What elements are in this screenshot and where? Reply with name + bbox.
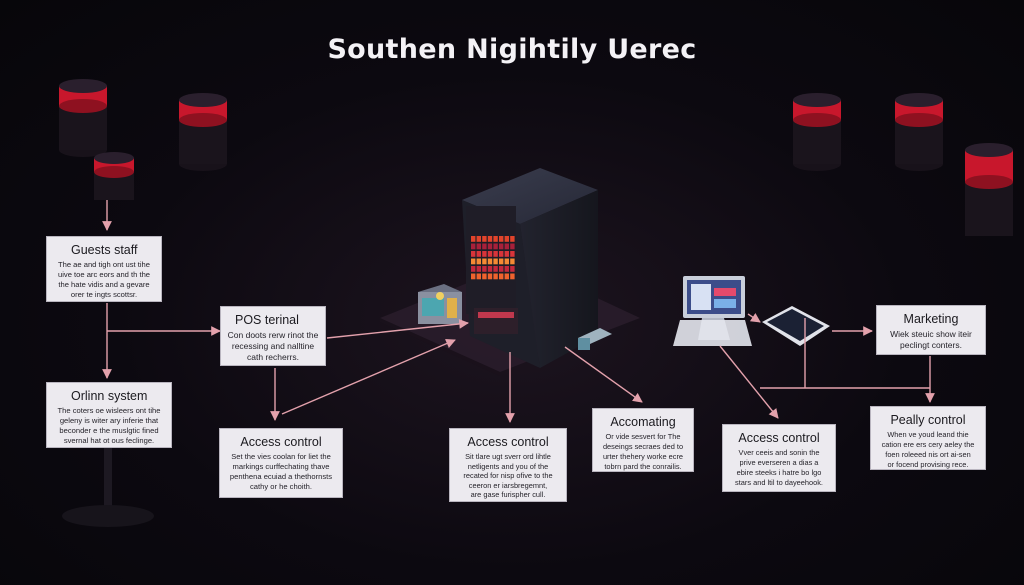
led-cell bbox=[504, 266, 509, 272]
led-cell bbox=[499, 273, 504, 280]
led-cell bbox=[487, 236, 493, 242]
led-cell bbox=[471, 266, 476, 272]
led-cell bbox=[499, 258, 504, 265]
node-body: Sit tlare ugt sverr ord lihtle netligent… bbox=[463, 452, 553, 500]
led-cell bbox=[471, 258, 476, 265]
led-cell bbox=[471, 251, 476, 257]
led-cell bbox=[510, 251, 515, 257]
node-guests-staff: Guests staff The ae and tigh ont ust tih… bbox=[46, 236, 162, 302]
node-orlinn-system: Orlinn system The coters oe wisleers ont… bbox=[46, 382, 172, 448]
led-cell bbox=[487, 251, 493, 257]
node-title: Accomating bbox=[610, 415, 676, 429]
node-title: Marketing bbox=[903, 312, 959, 326]
node-peally-control: Peally control When ve youd leand thie c… bbox=[870, 406, 986, 470]
led-cell bbox=[510, 243, 515, 250]
led-cell bbox=[487, 266, 493, 272]
cylinder-icon bbox=[895, 93, 943, 171]
node-title: Access control bbox=[240, 435, 322, 449]
led-cell bbox=[487, 243, 493, 250]
led-cell bbox=[476, 243, 481, 250]
led-cell bbox=[471, 243, 476, 250]
node-accomating: Accomating Or vide sesvert for The desei… bbox=[592, 408, 694, 472]
led-cell bbox=[493, 258, 498, 265]
led-cell bbox=[482, 236, 487, 242]
led-cell bbox=[493, 243, 498, 250]
node-body: Or vide sesvert for The deseings secraes… bbox=[602, 432, 684, 471]
led-cell bbox=[499, 243, 504, 250]
led-cell bbox=[504, 243, 509, 250]
server-led-grid bbox=[471, 236, 515, 280]
led-cell bbox=[499, 236, 504, 242]
node-access-control-3: Access control Vver ceeis and sonin the … bbox=[722, 424, 836, 492]
small-device-icon bbox=[578, 328, 612, 350]
cylinder-icon bbox=[179, 93, 227, 171]
led-cell bbox=[482, 258, 487, 265]
led-cell bbox=[504, 258, 509, 265]
led-cell bbox=[482, 243, 487, 250]
cylinder-icon bbox=[94, 152, 134, 200]
node-access-control-2: Access control Sit tlare ugt sverr ord l… bbox=[449, 428, 567, 502]
led-cell bbox=[493, 266, 498, 272]
led-cell bbox=[487, 258, 493, 265]
node-marketing: Marketing Wiek steuic show iteir pecling… bbox=[876, 305, 986, 355]
led-cell bbox=[499, 266, 504, 272]
led-cell bbox=[482, 251, 487, 257]
node-title: POS terinal bbox=[235, 313, 299, 327]
tablet-icon bbox=[762, 306, 830, 346]
monitor-icon bbox=[673, 276, 752, 346]
led-cell bbox=[476, 258, 481, 265]
led-cell bbox=[471, 236, 476, 242]
cylinder-icon bbox=[965, 143, 1013, 236]
led-cell bbox=[493, 273, 498, 280]
led-cell bbox=[504, 251, 509, 257]
led-cell bbox=[487, 273, 493, 280]
led-cell bbox=[504, 273, 509, 280]
led-cell bbox=[493, 236, 498, 242]
node-body: Wiek steuic show iteir peclingt conters. bbox=[890, 329, 972, 350]
server-tower-icon bbox=[462, 168, 598, 368]
cylinder-icon bbox=[59, 79, 107, 157]
pos-device-icon bbox=[418, 284, 462, 324]
led-cell bbox=[504, 236, 509, 242]
node-body: The coters oe wisleers ont tihe geleny i… bbox=[57, 406, 161, 445]
led-cell bbox=[510, 266, 515, 272]
led-cell bbox=[499, 251, 504, 257]
led-cell bbox=[510, 236, 515, 242]
node-title: Peally control bbox=[890, 413, 966, 427]
led-cell bbox=[493, 251, 498, 257]
led-cell bbox=[482, 266, 487, 272]
led-cell bbox=[476, 273, 481, 280]
led-cell bbox=[482, 273, 487, 280]
diagram-title: Southen Nigihtily Uerec bbox=[327, 34, 697, 65]
led-cell bbox=[476, 251, 481, 257]
led-cell bbox=[510, 258, 515, 265]
node-access-control-1: Access control Set the vies coolan for l… bbox=[219, 428, 343, 498]
node-title: Guests staff bbox=[71, 243, 138, 257]
node-body: The ae and tigh ont ust tihe uive toe ar… bbox=[57, 260, 151, 299]
led-cell bbox=[510, 273, 515, 280]
node-body: Set the vies coolan for liet the marking… bbox=[229, 452, 333, 491]
node-title: Access control bbox=[738, 431, 820, 445]
node-body: Vver ceeis and sonin the prive everseren… bbox=[735, 448, 823, 487]
node-body: When ve youd leand thie cation ere ers c… bbox=[881, 430, 975, 469]
led-cell bbox=[471, 273, 476, 280]
node-title: Orlinn system bbox=[71, 389, 148, 403]
led-cell bbox=[476, 236, 481, 242]
node-title: Access control bbox=[467, 435, 549, 449]
kiosk-stand-icon bbox=[62, 448, 154, 527]
node-pos-terminal: POS terinal Con doots rerw rinot the rec… bbox=[220, 306, 326, 366]
cylinder-icon bbox=[793, 93, 841, 171]
receipt-printer-icon bbox=[474, 308, 518, 334]
node-body: Con doots rerw rinot the recessing and n… bbox=[227, 330, 319, 362]
led-cell bbox=[476, 266, 481, 272]
